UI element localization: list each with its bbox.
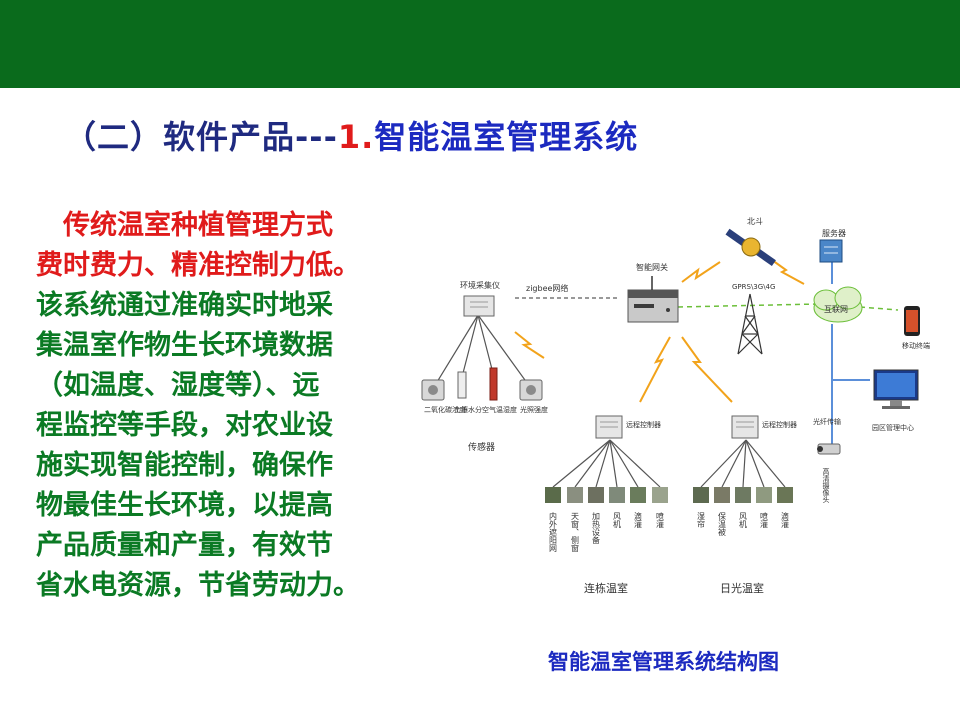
description-line: 传统温室种植管理方式 xyxy=(63,210,333,241)
remote-ctrl-1-label: 远程控制器 xyxy=(626,420,661,429)
tower-icon xyxy=(737,293,763,355)
sensor-air-label: 空气温湿度 xyxy=(482,405,517,414)
satellite-icon xyxy=(725,228,776,267)
cloud-icon xyxy=(813,286,863,323)
title-main: 智能温室管理系统 xyxy=(374,118,639,156)
server-icon xyxy=(819,239,843,263)
device-label: 湿帘 xyxy=(697,512,706,529)
hd-camera-label: 高清摄像头 xyxy=(822,467,830,504)
mobile-link xyxy=(859,306,899,311)
device-photos xyxy=(545,487,793,503)
device-label: 内外遮阳网 xyxy=(549,511,558,553)
description-line: 物最佳生长环境，以提高 xyxy=(36,490,333,521)
sensor-soil-label: 土壤水分 xyxy=(454,405,482,414)
internet-label: 互联网 xyxy=(824,305,848,314)
connection-lines xyxy=(433,314,786,488)
title-prefix: （二）软件产品--- xyxy=(64,118,338,156)
device-label: 滴灌 xyxy=(781,511,790,529)
title-number: 1. xyxy=(337,118,375,156)
description-line: 程监控等手段，对农业设 xyxy=(36,410,333,441)
device-label: 喷灌 xyxy=(760,511,769,529)
beidou-label: 北斗 xyxy=(747,217,763,226)
description-line: （如温度、湿度等）、远 xyxy=(36,370,320,401)
remote-controller-icon xyxy=(731,415,759,439)
park-center-label: 园区管理中心 xyxy=(872,423,914,432)
device-label: 喷灌 xyxy=(656,511,665,529)
greenhouse-multi-label: 连栋温室 xyxy=(584,581,628,595)
env-collector-label: 环境采集仪 xyxy=(460,280,500,290)
diagram-caption: 智能温室管理系统结构图 xyxy=(548,650,779,674)
device-label: 风机 xyxy=(739,512,748,529)
sensors-label: 传感器 xyxy=(468,441,495,453)
zigbee-label: zigbee网络 xyxy=(526,283,568,293)
sensor-icons xyxy=(421,367,543,401)
remote-controller-icon xyxy=(595,415,623,439)
page-title: （二）软件产品---1.智能温室管理系统 xyxy=(64,112,638,158)
top-banner xyxy=(0,0,960,88)
sensor-co2-label: 二氧化碳浓度 xyxy=(424,405,466,414)
server-label: 服务器 xyxy=(822,228,846,238)
description-line: 集温室作物生长环境数据 xyxy=(36,330,333,361)
gateway-label: 智能网关 xyxy=(636,262,668,272)
description-text: 传统温室种植管理方式 费时费力、精准控制力低。 该系统通过准确实时地采 集温室作… xyxy=(36,206,396,606)
description-line: 产品质量和产量，有效节 xyxy=(36,530,333,561)
mobile-label: 移动终端 xyxy=(902,341,930,350)
env-collector-icon xyxy=(463,295,495,317)
gateway-icon xyxy=(627,276,679,323)
wireless-links xyxy=(514,259,805,403)
remote-ctrl-2-label: 远程控制器 xyxy=(762,420,797,429)
device-label: 保温被 xyxy=(718,511,727,537)
description-line: 该系统通过准确实时地采 xyxy=(36,290,333,321)
sensor-light-label: 光照强度 xyxy=(520,405,548,414)
greenhouse-sun-label: 日光温室 xyxy=(720,581,764,595)
device-label: 风机 xyxy=(613,512,622,529)
device-label: 滴灌 xyxy=(634,511,643,529)
network-type-label: GPRS\3G\4G xyxy=(732,283,775,291)
mobile-icon xyxy=(904,306,920,336)
camera-icon xyxy=(817,443,841,455)
device-label: 天窗、侧窗 xyxy=(571,512,580,553)
computer-icon xyxy=(873,369,919,409)
description-line: 施实现智能控制，确保作 xyxy=(36,450,333,481)
device-label: 加热设备 xyxy=(592,511,601,545)
description-line: 省水电资源，节省劳动力。 xyxy=(36,570,360,601)
description-line: 费时费力、精准控制力低。 xyxy=(36,250,360,281)
system-structure-diagram: zigbee网络 光纤传输 北斗 GPRS\3G\4G xyxy=(421,217,930,595)
fiber-label: 光纤传输 xyxy=(813,417,841,426)
